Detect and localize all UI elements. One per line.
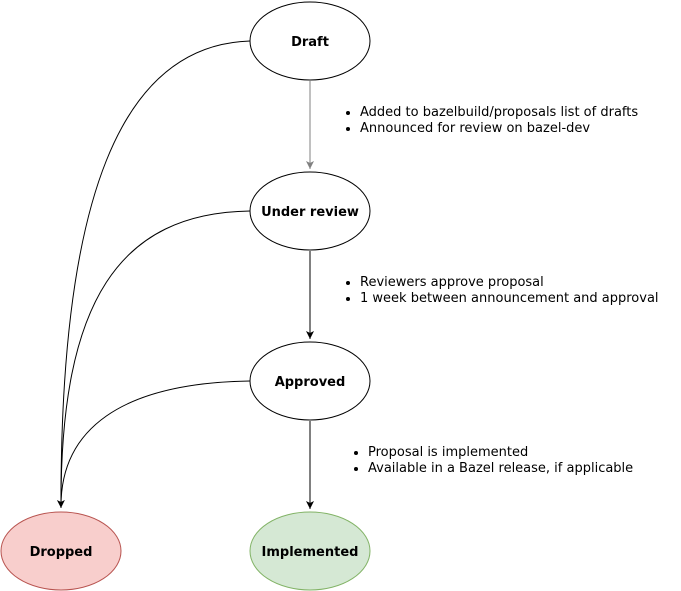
node-under-review-label: Under review (261, 205, 359, 220)
edge-review-to-dropped (60, 210, 251, 509)
note-item: Available in a Bazel release, if applica… (368, 461, 633, 477)
node-approved-label: Approved (275, 375, 346, 390)
node-implemented: Implemented (249, 511, 371, 591)
note-item: Announced for review on bazel-dev (360, 121, 638, 137)
node-draft: Draft (249, 1, 371, 81)
node-draft-label: Draft (291, 35, 329, 50)
note-approved-to-implemented: Proposal is implemented Available in a B… (350, 445, 633, 477)
note-review-to-approved: Reviewers approve proposal 1 week betwee… (342, 275, 659, 307)
node-under-review: Under review (249, 171, 371, 251)
edge-draft-to-dropped (60, 40, 251, 509)
note-item: Proposal is implemented (368, 445, 633, 461)
node-dropped: Dropped (0, 511, 122, 591)
note-item: Reviewers approve proposal (360, 275, 659, 291)
edge-approved-to-dropped (56, 380, 251, 509)
node-draft-shape (249, 1, 371, 81)
node-approved-shape (249, 341, 371, 421)
node-implemented-label: Implemented (262, 545, 359, 560)
note-item: 1 week between announcement and approval (360, 291, 659, 307)
node-dropped-shape (0, 511, 122, 591)
node-approved: Approved (249, 341, 371, 421)
note-item: Added to bazelbuild/proposals list of dr… (360, 105, 638, 121)
node-dropped-label: Dropped (30, 545, 93, 560)
node-under-review-shape (249, 171, 371, 251)
note-draft-to-review: Added to bazelbuild/proposals list of dr… (342, 105, 638, 137)
node-implemented-shape (249, 511, 371, 591)
